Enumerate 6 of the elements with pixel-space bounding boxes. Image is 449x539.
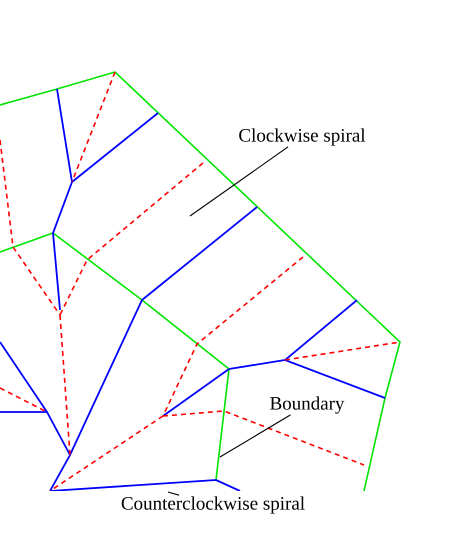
region-label: Counterclockwise spiral: [122, 496, 305, 514]
leader-line: [190, 146, 288, 216]
region-label: Clockwise spiral: [239, 128, 366, 146]
leader-line: [220, 414, 291, 458]
leader-line: [168, 491, 180, 496]
region-label: Boundary: [270, 396, 344, 414]
